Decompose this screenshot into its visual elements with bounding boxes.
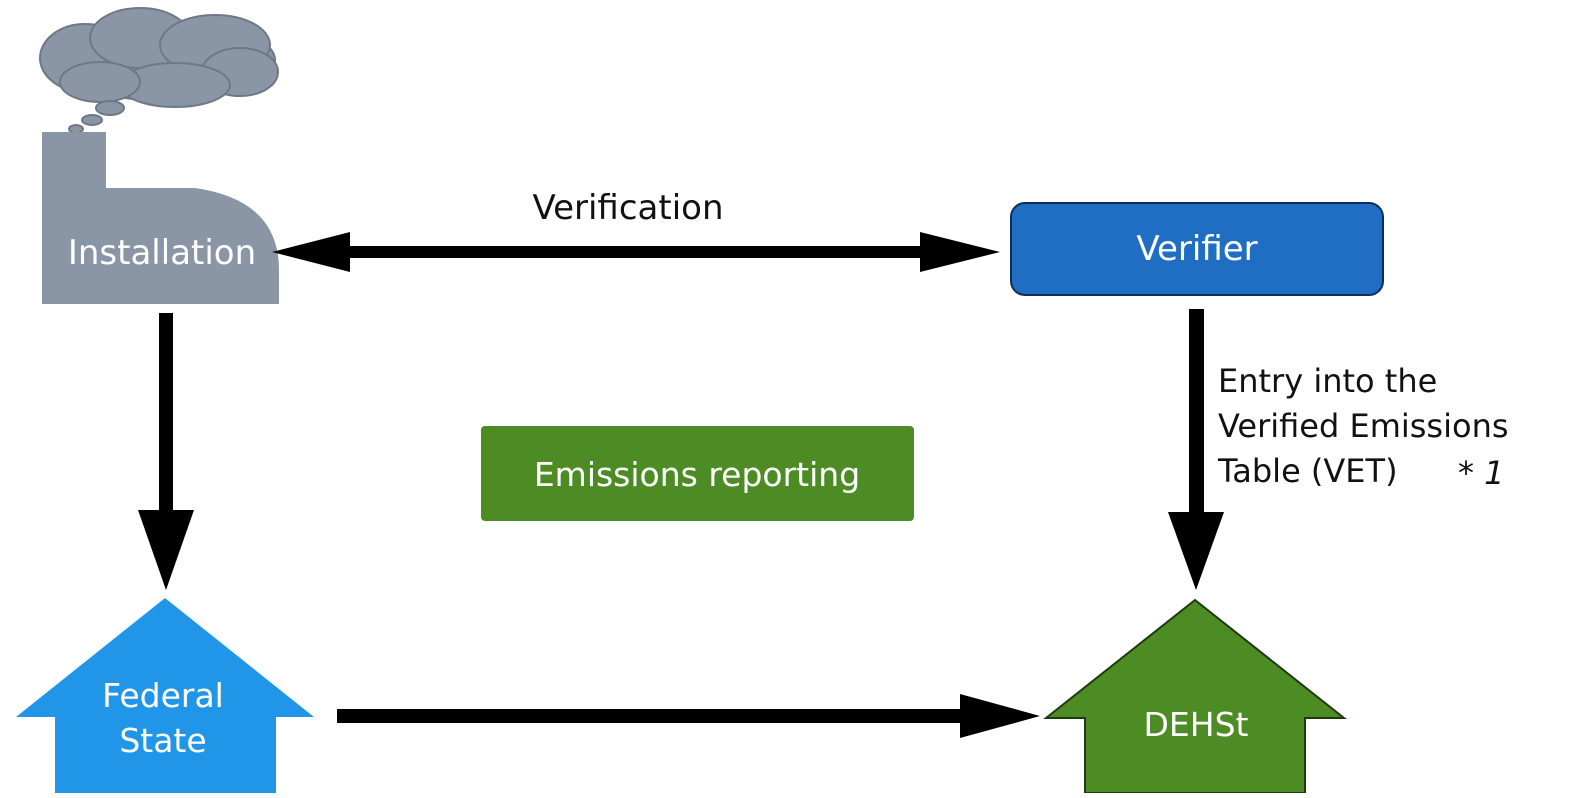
- installation-node: Installation: [39, 7, 279, 304]
- installation-label: Installation: [68, 233, 256, 273]
- entry-label-line2: Verified Emissions: [1218, 407, 1509, 445]
- smoke-cloud-icon: [39, 7, 279, 134]
- federal-state-to-dehst-arrow: [337, 694, 1040, 738]
- federal-state-label-line1: Federal: [102, 676, 224, 715]
- factory-icon: [42, 132, 279, 304]
- emissions-reporting-node: Emissions reporting: [481, 426, 914, 521]
- verifier-to-dehst-arrow: [1168, 309, 1224, 590]
- federal-state-label-line2: State: [119, 721, 206, 760]
- installation-to-federal-state-arrow: [138, 313, 194, 590]
- federal-state-node: Federal State: [16, 598, 314, 793]
- emissions-reporting-label: Emissions reporting: [534, 455, 860, 494]
- verifier-label: Verifier: [1136, 229, 1257, 269]
- dehst-node: DEHSt: [1043, 598, 1347, 794]
- entry-label-line1: Entry into the: [1218, 362, 1437, 400]
- entry-label-line3: Table (VET): [1217, 452, 1398, 490]
- dehst-label: DEHSt: [1144, 705, 1249, 744]
- verifier-node: Verifier: [1010, 202, 1384, 296]
- verification-arrow: [272, 232, 1000, 272]
- verification-label: Verification: [532, 188, 723, 228]
- entry-footnote: * 1: [1458, 454, 1505, 492]
